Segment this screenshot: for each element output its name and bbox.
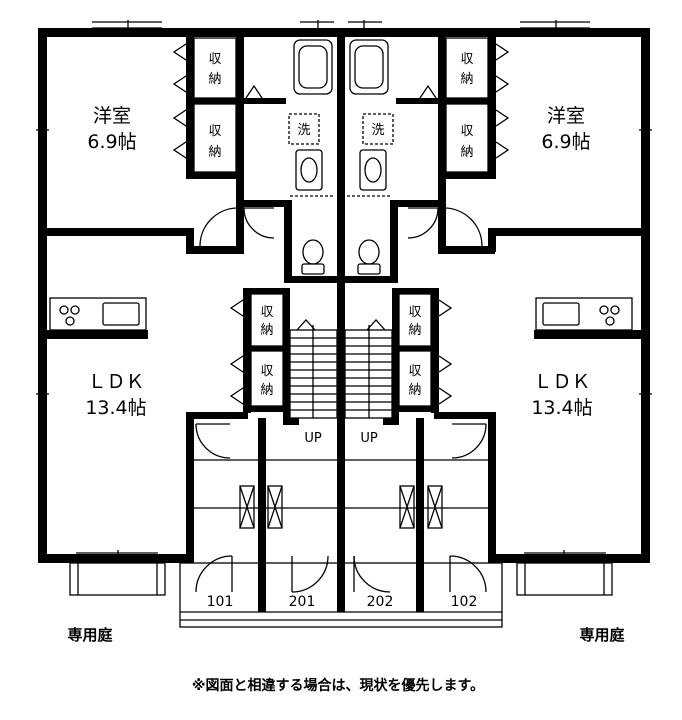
storage-box (193, 37, 237, 99)
laundry-area (362, 113, 394, 145)
laundry-label: 洗 (297, 123, 310, 138)
storage-label: 収 (208, 52, 221, 67)
labels: 洋室 6.9帖 洋室 6.9帖 ＬＤＫ 13.4帖 ＬＤＫ 13.4帖 収 納 … (67, 52, 625, 694)
storage-label: 納 (260, 383, 273, 398)
room-name-western-right: 洋室 (547, 105, 585, 127)
stairs-up-label: UP (304, 431, 322, 446)
fixtures (36, 20, 652, 628)
room-name-ldk-left: ＬＤＫ (87, 371, 144, 393)
storage-label: 納 (460, 145, 473, 160)
porch-dividers (258, 563, 424, 612)
storage-label: 収 (208, 124, 221, 139)
disclaimer-note: ※図面と相違する場合は、現状を優先します。 (192, 677, 484, 694)
unit-number-102: 102 (451, 594, 478, 610)
storage-label: 納 (408, 323, 421, 338)
storage-box (445, 103, 489, 173)
storage-label: 納 (208, 145, 221, 160)
storage-label: 収 (260, 305, 273, 320)
storage-label: 収 (408, 364, 421, 379)
unit-number-201: 201 (289, 594, 316, 610)
room-size-western-left: 6.9帖 (87, 131, 136, 153)
stairs-up-label: UP (360, 431, 378, 446)
private-garden-left: 専用庭 (67, 626, 113, 644)
storage-label: 収 (460, 124, 473, 139)
bathtub (298, 45, 328, 89)
walls (38, 28, 650, 612)
unit-number-202: 202 (367, 594, 394, 610)
toilet (301, 263, 325, 275)
bathtub (349, 39, 389, 95)
room-size-ldk-right: 13.4帖 (531, 397, 592, 419)
storage-box (398, 350, 432, 407)
storage-label: 納 (208, 72, 221, 87)
washbasin (359, 149, 387, 191)
storage-label: 収 (260, 364, 273, 379)
storage-label: 収 (460, 52, 473, 67)
private-garden-right: 専用庭 (579, 626, 625, 644)
storage-label: 収 (408, 305, 421, 320)
kitchen-counter (535, 297, 633, 331)
storage-box (250, 350, 284, 407)
storage-label: 納 (460, 72, 473, 87)
room-name-ldk-right: ＬＤＫ (533, 371, 590, 393)
storage-box (193, 103, 237, 173)
toilet (357, 263, 381, 275)
room-name-western-left: 洋室 (93, 105, 131, 127)
unit-number-101: 101 (207, 594, 234, 610)
bathtub (293, 39, 333, 95)
washbasin (295, 149, 323, 191)
room-size-ldk-left: 13.4帖 (85, 397, 146, 419)
laundry-label: 洗 (371, 123, 384, 138)
bathtub (354, 45, 384, 89)
kitchen-counter (49, 297, 147, 331)
room-size-western-right: 6.9帖 (541, 131, 590, 153)
storage-box (250, 293, 284, 347)
storage-box (445, 37, 489, 99)
storage-label: 納 (260, 323, 273, 338)
storage-box (398, 293, 432, 347)
storage-label: 納 (408, 383, 421, 398)
laundry-area (288, 113, 320, 145)
